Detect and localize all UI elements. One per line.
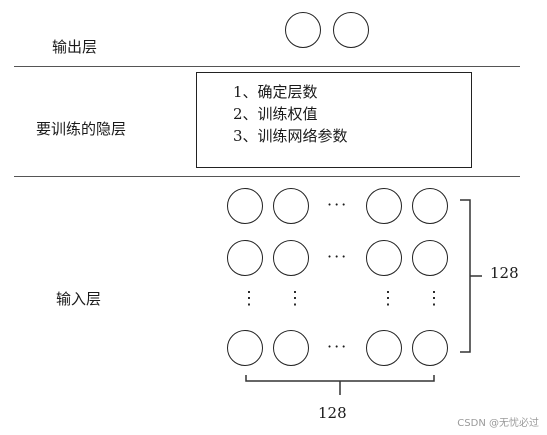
input-neuron <box>273 330 309 366</box>
input-neuron <box>366 330 402 366</box>
width-dimension-label: 128 <box>318 404 347 422</box>
input-neuron <box>273 188 309 224</box>
hidden-task-box: 1、确定层数 2、训练权值 3、训练网络参数 <box>196 72 472 168</box>
watermark: CSDN @无忧必过 <box>457 418 539 429</box>
horizontal-ellipsis: ··· <box>327 337 349 356</box>
input-neuron <box>412 188 448 224</box>
input-neuron <box>227 330 263 366</box>
height-dimension-label: 128 <box>490 264 519 282</box>
input-neuron <box>412 240 448 276</box>
horizontal-ellipsis: ··· <box>327 247 349 266</box>
output-neuron <box>285 12 321 48</box>
right-bracket <box>460 199 482 353</box>
hidden-layer-label: 要训练的隐层 <box>36 120 127 138</box>
bottom-bracket <box>245 375 435 395</box>
vertical-ellipsis: ⋮ <box>379 288 397 309</box>
input-neuron <box>412 330 448 366</box>
input-neuron <box>366 240 402 276</box>
layer-divider <box>14 66 520 67</box>
input-neuron <box>366 188 402 224</box>
hidden-task-1: 1、确定层数 <box>233 83 318 101</box>
input-neuron <box>273 240 309 276</box>
vertical-ellipsis: ⋮ <box>425 288 443 309</box>
input-neuron <box>227 240 263 276</box>
vertical-ellipsis: ⋮ <box>286 288 304 309</box>
input-neuron <box>227 188 263 224</box>
output-neuron <box>333 12 369 48</box>
layer-divider <box>14 176 520 177</box>
output-layer-label: 输出层 <box>52 38 98 56</box>
input-layer-label: 输入层 <box>56 290 102 308</box>
horizontal-ellipsis: ··· <box>327 195 349 214</box>
hidden-task-2: 2、训练权值 <box>233 105 318 123</box>
hidden-task-3: 3、训练网络参数 <box>233 127 348 145</box>
vertical-ellipsis: ⋮ <box>240 288 258 309</box>
